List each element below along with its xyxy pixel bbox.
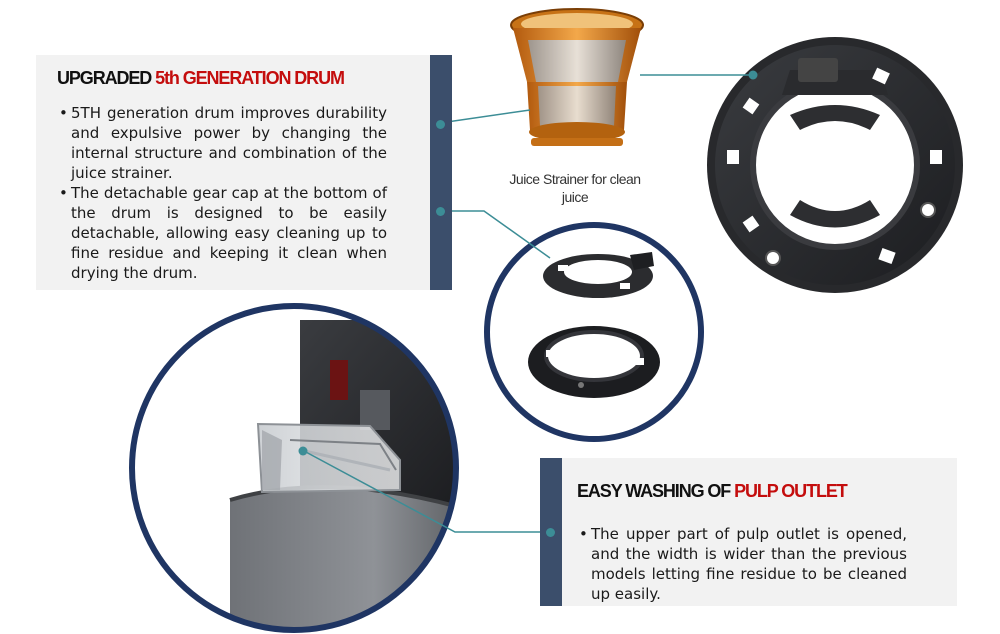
drum-bullet-2: The detachable gear cap at the bottom of… [57,183,387,283]
panel-accent-bar [430,55,452,290]
exploded-parts-circle [484,222,704,442]
pulp-outlet-closeup [129,303,459,633]
gear-cap-image [707,37,963,293]
pulp-feature-list: The upper part of pulp outlet is opened,… [577,524,907,604]
drum-bullet-1: 5TH generation drum improves durability … [57,103,387,183]
juice-strainer-image [510,8,644,146]
strainer-caption: Juice Strainer for clean juice [509,171,641,205]
connector-dot [748,70,758,80]
drum-feature-list: 5TH generation drum improves durability … [57,103,387,283]
pulp-section-title: EASY WASHING OF PULP OUTLET [577,481,848,501]
connector-dot [436,207,445,216]
pulp-bullet-1: The upper part of pulp outlet is opened,… [577,524,907,604]
connector-dot [546,528,555,537]
connector-lines [303,74,753,533]
drum-section-title: UPGRADED 5th GENERATION DRUM [57,68,345,88]
connector-dot [436,120,445,129]
connector-dot [298,446,308,456]
